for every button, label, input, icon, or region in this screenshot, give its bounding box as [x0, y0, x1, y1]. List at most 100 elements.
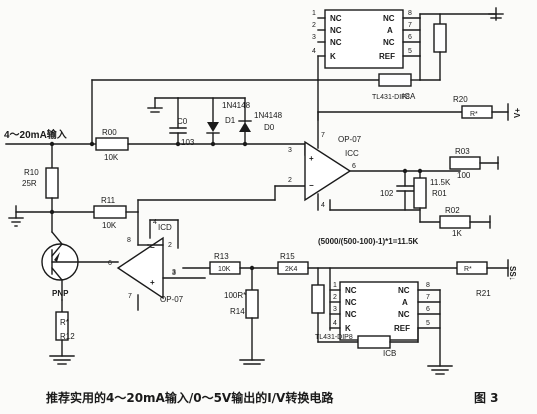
svg-text:1K: 1K	[452, 229, 462, 238]
svg-text:7: 7	[408, 22, 412, 29]
svg-text:3: 3	[333, 306, 337, 313]
svg-text:NC: NC	[330, 14, 342, 23]
svg-text:3: 3	[172, 270, 176, 277]
r02-resistor	[439, 215, 471, 229]
svg-text:K: K	[330, 52, 336, 61]
svg-text:OP-07: OP-07	[338, 135, 362, 144]
svg-text:R00: R00	[102, 128, 117, 137]
svg-text:6: 6	[408, 34, 412, 41]
svg-text:R11: R11	[101, 196, 116, 205]
svg-text:R03: R03	[455, 147, 470, 156]
svg-text:5: 5	[408, 48, 412, 55]
svg-text:TL431-DIP8: TL431-DIP8	[315, 334, 353, 341]
svg-text:6: 6	[352, 163, 356, 170]
svg-text:NC: NC	[345, 310, 357, 319]
r03-resistor	[449, 156, 481, 170]
figure-number: 图 3	[474, 391, 499, 405]
svg-text:PNP: PNP	[52, 289, 69, 298]
figure-caption: 推荐实用的4～20mA输入/0～5V输出的I/V转换电路	[46, 390, 334, 405]
svg-text:R21: R21	[476, 289, 491, 298]
svg-text:1: 1	[333, 282, 337, 289]
svg-text:5: 5	[426, 320, 430, 327]
svg-text:1N4148: 1N4148	[254, 111, 283, 120]
svg-text:7: 7	[426, 294, 430, 301]
svg-text:102: 102	[380, 189, 394, 198]
svg-text:+: +	[150, 278, 155, 287]
d1-diode	[207, 122, 219, 132]
pnp-transistor: PNP R* R12	[41, 211, 119, 365]
svg-text:TL431-DIP8: TL431-DIP8	[372, 94, 410, 101]
svg-text:100: 100	[457, 171, 471, 180]
svg-text:NC: NC	[330, 26, 342, 35]
svg-text:+: +	[309, 154, 314, 163]
svg-text:R10: R10	[24, 168, 39, 177]
r21-resistor	[456, 261, 488, 275]
svg-text:NC: NC	[345, 298, 357, 307]
svg-text:10K: 10K	[104, 153, 119, 162]
svg-text:2: 2	[333, 294, 337, 301]
svg-text:SS↓: SS↓	[508, 266, 517, 281]
svg-text:8: 8	[426, 282, 430, 289]
svg-text:A: A	[387, 26, 393, 35]
svg-text:R14: R14	[230, 307, 245, 316]
ica-chip: TL431-DIP8 ICA R20 R*	[312, 7, 522, 121]
svg-text:NC: NC	[383, 38, 395, 47]
r14-resistor	[245, 289, 259, 319]
svg-text:25R: 25R	[22, 179, 37, 188]
output-terminal: R* R21 SS↓	[456, 162, 517, 298]
svg-text:7: 7	[128, 293, 132, 300]
svg-text:10K: 10K	[102, 221, 117, 230]
svg-text:103: 103	[181, 138, 195, 147]
svg-text:NC: NC	[383, 14, 395, 23]
svg-text:3: 3	[288, 147, 292, 154]
svg-text:REF: REF	[379, 52, 395, 61]
svg-text:D0: D0	[264, 123, 275, 132]
svg-text:R*: R*	[60, 318, 69, 327]
svg-text:4: 4	[333, 320, 337, 327]
svg-text:K: K	[345, 324, 351, 333]
r01-resistor	[413, 177, 427, 209]
svg-text:NC: NC	[345, 286, 357, 295]
svg-text:D1: D1	[225, 116, 236, 125]
svg-text:11.5K: 11.5K	[430, 178, 451, 187]
output-network: R03 100 102 11.5K R01 R02 1K (5000/(500-…	[318, 147, 499, 246]
reference-network: R13 10K R15 2K4 3 100R* R14	[172, 252, 458, 365]
svg-text:OP-07: OP-07	[160, 295, 184, 304]
svg-text:1: 1	[312, 10, 316, 17]
svg-text:ICA: ICA	[402, 92, 416, 101]
protection-section: C0 103 1N4148 D1 1N4148 D0	[147, 97, 283, 147]
svg-text:R01: R01	[432, 189, 447, 198]
svg-text:3: 3	[312, 34, 316, 41]
svg-text:V+: V+	[513, 108, 522, 118]
svg-text:2: 2	[312, 22, 316, 29]
r00-resistor	[95, 137, 129, 151]
svg-text:2: 2	[288, 177, 292, 184]
svg-text:8: 8	[127, 237, 131, 244]
svg-text:R13: R13	[214, 252, 229, 261]
icd-opamp: − + ICD OP-07 2 3 6 8 4 7	[108, 219, 206, 311]
d0-diode	[239, 122, 251, 132]
svg-text:100R*: 100R*	[224, 291, 246, 300]
input-section: 4～20mA输入 R10 25R R11 10K	[4, 79, 319, 246]
svg-text:6: 6	[108, 260, 112, 267]
svg-text:4: 4	[321, 202, 325, 209]
r10-resistor	[45, 167, 59, 199]
svg-text:4: 4	[153, 219, 157, 226]
svg-text:NC: NC	[330, 38, 342, 47]
svg-text:R02: R02	[445, 206, 460, 215]
svg-text:4: 4	[312, 48, 316, 55]
svg-text:7: 7	[321, 132, 325, 139]
svg-text:ICC: ICC	[345, 149, 359, 158]
svg-text:3: 3	[172, 269, 176, 276]
svg-text:R*: R*	[464, 266, 472, 273]
svg-text:8: 8	[408, 10, 412, 17]
svg-text:R*: R*	[470, 111, 478, 118]
svg-text:10K: 10K	[218, 266, 231, 273]
svg-text:R15: R15	[280, 252, 295, 261]
svg-text:2K4: 2K4	[285, 266, 298, 273]
svg-text:A: A	[402, 298, 408, 307]
svg-text:6: 6	[426, 306, 430, 313]
formula-text: (5000/(500-100)-1)*1=11.5K	[318, 237, 419, 246]
svg-text:ICD: ICD	[158, 223, 172, 232]
